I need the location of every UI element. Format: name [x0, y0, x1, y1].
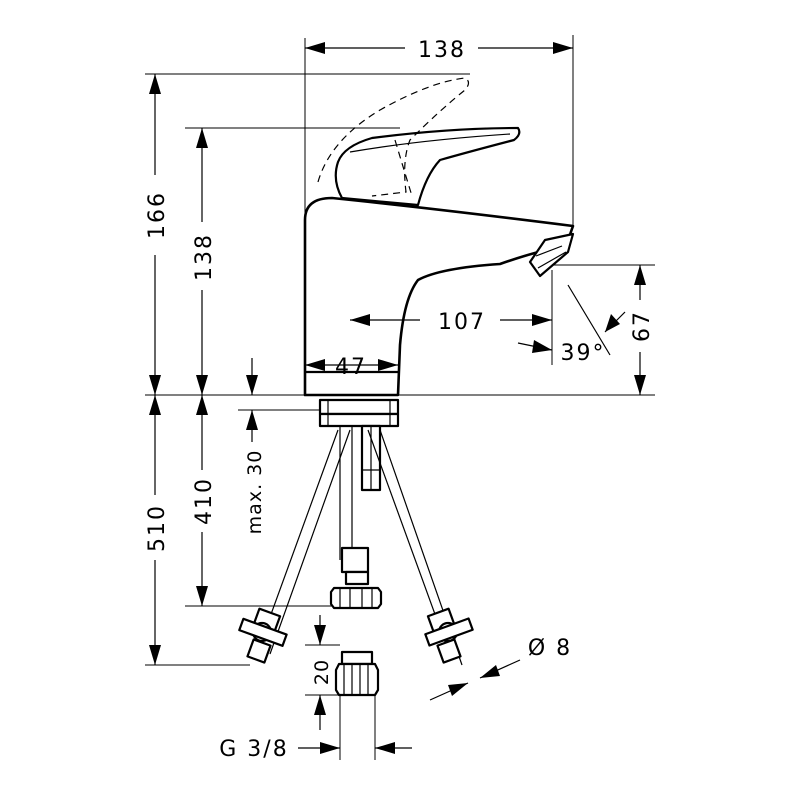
dimension-base-diameter: 47	[305, 355, 398, 380]
label-spout-reach: 107	[438, 310, 486, 335]
label-connector-height: 20	[311, 659, 333, 685]
label-max-thickness: max. 30	[244, 450, 266, 535]
g38-connector-detail	[334, 650, 380, 697]
dimension-max-thickness: max. 30	[244, 358, 266, 534]
label-thread-size: G 3/8	[219, 737, 288, 762]
mounting-nut	[318, 398, 400, 428]
tube-fitting	[329, 546, 383, 610]
dimension-spout-reach: 107	[350, 310, 552, 335]
label-hose-diameter: Ø 8	[528, 636, 572, 661]
dimension-hose-diameter: Ø 8	[429, 636, 572, 701]
label-hose-length: 410	[192, 477, 217, 525]
label-base-diameter: 47	[335, 355, 367, 380]
label-total-width: 138	[418, 38, 466, 63]
dimension-total-height: 166	[145, 74, 170, 395]
right-hose-connector	[424, 607, 474, 664]
dimension-aerator-height: 67	[630, 265, 655, 395]
dimension-spout-height: 138	[192, 128, 217, 395]
dimension-hose-length: 410	[192, 395, 217, 606]
label-total-height: 166	[145, 191, 170, 239]
label-spout-height: 138	[192, 233, 217, 281]
dimension-swivel-angle: 39°	[517, 284, 626, 366]
dimension-thread-size: G 3/8	[219, 737, 412, 762]
handle-lever	[334, 126, 521, 207]
left-hose-connector	[238, 607, 288, 664]
inlet-tube	[339, 426, 353, 560]
dimension-total-width: 138	[305, 38, 573, 63]
label-hose-length-total: 510	[145, 504, 170, 552]
label-swivel-angle: 39°	[561, 341, 606, 366]
label-aerator-height: 67	[630, 310, 655, 342]
dimension-connector-height: 20	[311, 615, 333, 730]
dimension-hose-length-total: 510	[145, 395, 170, 665]
threaded-rod	[360, 424, 382, 492]
handle-open-position-ghost	[317, 77, 470, 197]
aerator	[528, 232, 575, 278]
